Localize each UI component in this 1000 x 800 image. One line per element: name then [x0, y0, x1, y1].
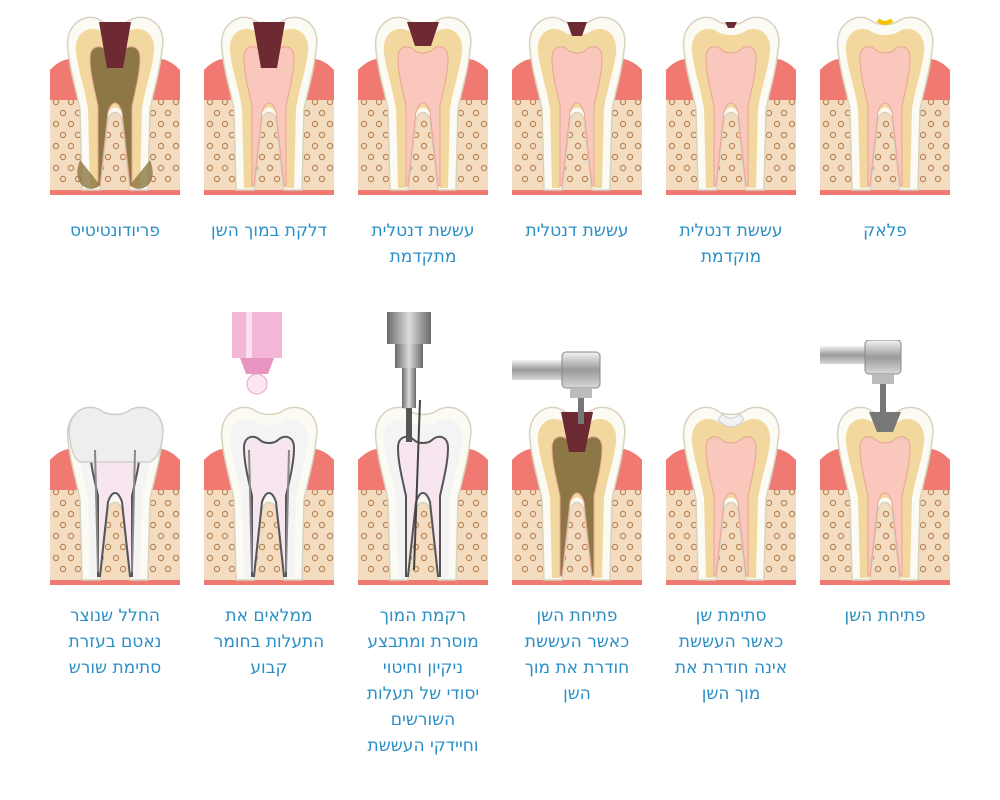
tooth-illustration-pulpitis — [204, 10, 334, 195]
tooth-illustration-sealing — [204, 395, 334, 585]
tooth-illustration-opening-deep — [512, 395, 642, 585]
tooth-illustration-decay — [512, 10, 642, 195]
stage-caption-pulpitis: דלקת במוך השן — [211, 221, 327, 241]
tooth-illustration-advanced-decay — [358, 10, 488, 195]
tooth-illustration-early-decay — [666, 10, 796, 195]
tooth-illustration-crown — [50, 395, 180, 585]
stage-caption-plaque: פלאק — [863, 221, 907, 241]
tooth-illustration-periodontitis — [50, 10, 180, 195]
tooth-illustration-plaque — [820, 10, 950, 195]
tooth-illustration-filling — [666, 395, 796, 585]
syringe-icon — [232, 312, 282, 395]
tooth-illustration-opening — [820, 395, 950, 585]
stage-caption-periodontitis: פריודונטיטיס — [69, 221, 161, 241]
dental-drill-icon — [820, 340, 902, 414]
endodontic-file-icon — [387, 312, 431, 442]
stage-caption-opening: פתיחת השן — [844, 606, 926, 626]
dental-drill-icon — [512, 351, 601, 424]
stage-caption-decay: עששת דנטלית — [525, 221, 629, 241]
